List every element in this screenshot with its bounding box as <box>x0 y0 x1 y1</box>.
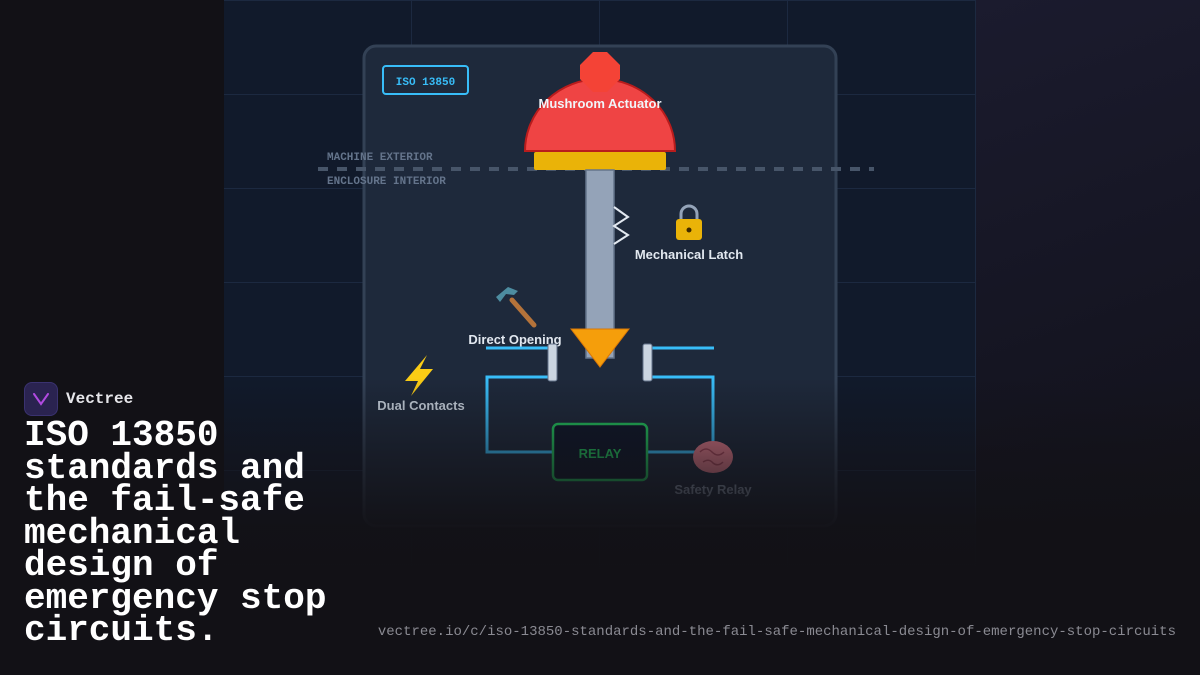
iso-badge-text: ISO 13850 <box>396 77 455 89</box>
contact-left <box>547 343 558 382</box>
dual-contacts-label: Dual Contacts <box>377 398 464 413</box>
zone-interior-label: ENCLOSURE INTERIOR <box>327 176 446 188</box>
brand: Vectree <box>24 382 133 416</box>
safety-relay-label: Safety Relay <box>674 482 752 497</box>
direct-opening-label: Direct Opening <box>468 332 561 347</box>
relay-box-label: RELAY <box>579 446 622 461</box>
latch-label: Mechanical Latch <box>635 247 743 262</box>
vectree-logo <box>24 382 58 416</box>
brain-icon <box>693 441 733 473</box>
brand-name: Vectree <box>66 390 134 408</box>
actuator-label: Mushroom Actuator <box>538 96 661 111</box>
article-url: vectree.io/c/iso-13850-standards-and-the… <box>377 624 1176 640</box>
actuator-collar <box>534 152 666 170</box>
zone-exterior-label: MACHINE EXTERIOR <box>327 152 433 164</box>
contact-right <box>642 343 653 382</box>
page-title: ISO 13850 standards and the fail-safe me… <box>24 415 327 651</box>
